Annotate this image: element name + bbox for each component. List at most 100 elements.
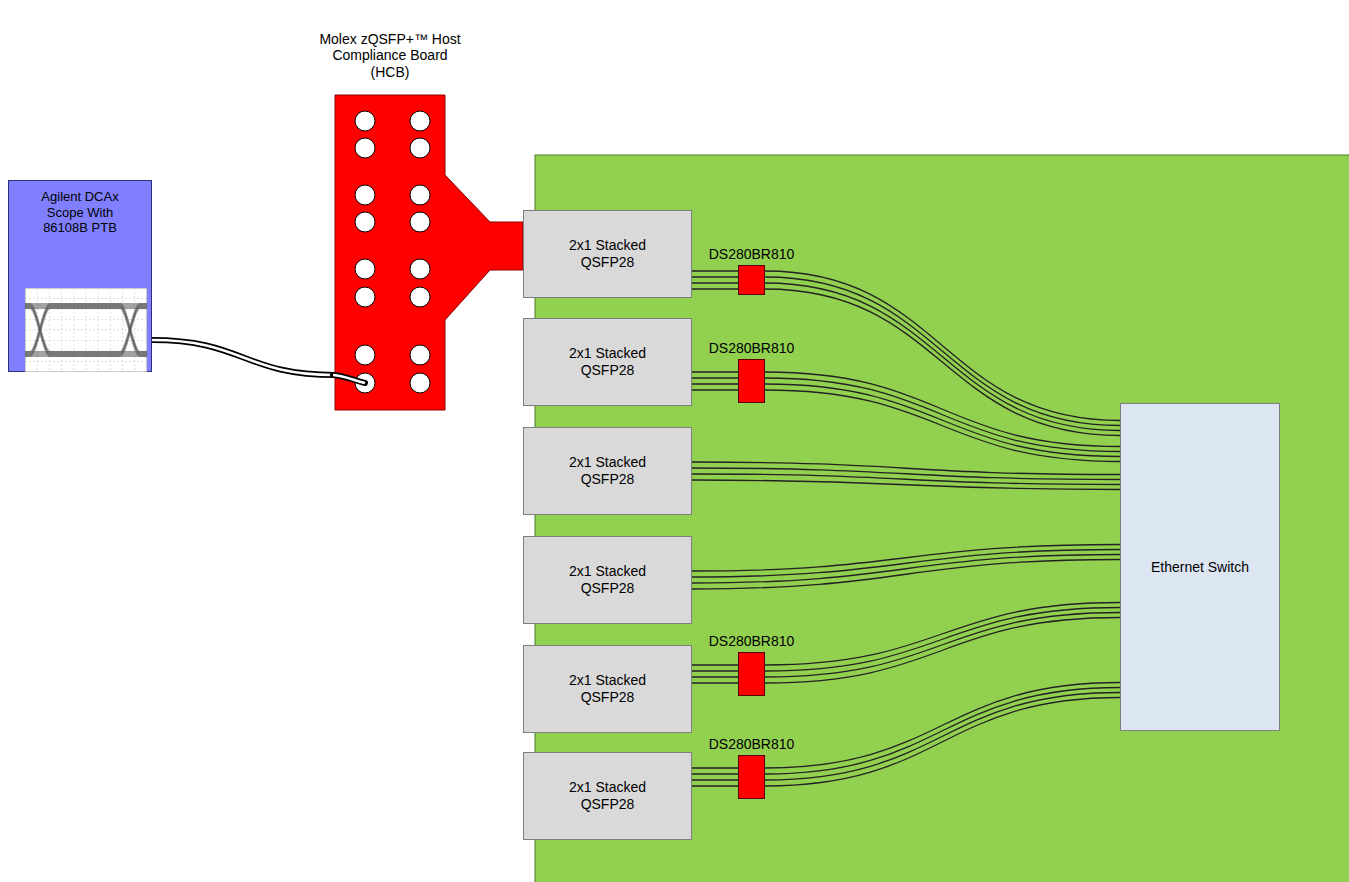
cable-jacket — [152, 340, 335, 375]
sma-connector — [355, 345, 375, 365]
box-label: 2x1 Stacked QSFP28 — [563, 454, 653, 488]
signal-trace — [692, 550, 1120, 578]
part-label: DS280BR810 — [707, 633, 797, 650]
box-label: 2x1 Stacked QSFP28 — [563, 672, 653, 706]
signal-trace — [765, 289, 1120, 436]
signal-trace — [765, 618, 1120, 684]
signal-trace — [692, 767, 738, 768]
sma-connector — [410, 345, 430, 365]
signal-traces — [692, 462, 1120, 490]
eye-trace — [25, 355, 147, 357]
signal-trace — [765, 390, 1120, 462]
signal-trace — [692, 682, 738, 683]
sma-connector — [355, 111, 375, 131]
part-label: Molex zQSFP+™ Host Compliance Board (HCB… — [315, 31, 465, 81]
box-label: 2x1 Stacked QSFP28 — [563, 779, 653, 813]
sma-connector — [410, 259, 430, 279]
eye-trace — [25, 307, 147, 309]
qsfp-cage: 2x1 Stacked QSFP28 — [523, 318, 692, 406]
retimer-chip: DS280BR810 — [738, 652, 765, 696]
signal-trace — [765, 283, 1120, 431]
signal-trace — [765, 613, 1120, 678]
qsfp-cage: 2x1 Stacked QSFP28 — [523, 210, 692, 298]
signal-trace — [692, 383, 738, 384]
signal-trace — [765, 372, 1120, 447]
sma-connector — [410, 212, 430, 232]
signal-traces — [765, 271, 1120, 436]
signal-trace — [692, 377, 738, 378]
signal-traces — [692, 372, 738, 390]
signal-trace — [765, 384, 1120, 457]
cable-core — [152, 340, 335, 375]
signal-trace — [765, 608, 1120, 672]
signal-traces — [765, 603, 1120, 684]
signal-traces — [692, 545, 1120, 590]
eye-trace — [25, 308, 147, 356]
box-label: 2x1 Stacked QSFP28 — [563, 563, 653, 597]
board-outline — [335, 95, 523, 410]
signal-traces — [765, 372, 1120, 462]
signal-trace — [692, 371, 738, 372]
part-label: DS280BR810 — [707, 246, 797, 263]
signal-trace — [765, 378, 1120, 452]
board-shape — [335, 95, 523, 410]
eye-trace — [25, 353, 147, 355]
sma-connector — [410, 111, 430, 131]
sma-connector — [355, 259, 375, 279]
eye-trace — [25, 308, 147, 356]
signal-trace — [692, 785, 738, 786]
signal-trace — [692, 480, 1120, 490]
part-label: DS280BR810 — [707, 736, 797, 753]
retimer-chip: DS280BR810 — [738, 265, 765, 295]
eye-trace — [25, 351, 147, 353]
signal-trace — [692, 555, 1120, 584]
sma-connector — [410, 373, 430, 393]
signal-trace — [765, 603, 1120, 666]
qsfp-cage: 2x1 Stacked QSFP28 — [523, 536, 692, 624]
sma-connector — [355, 212, 375, 232]
signal-trace — [765, 698, 1120, 787]
box-label: Agilent DCAx Scope With 86108B PTB — [30, 189, 130, 236]
probe-cable — [152, 340, 335, 375]
eye-diagram — [25, 288, 147, 372]
signal-trace — [692, 670, 738, 671]
eye-trace — [25, 305, 147, 307]
signal-trace — [692, 545, 1120, 572]
signal-trace — [692, 560, 1120, 590]
signal-trace — [692, 288, 738, 289]
signal-trace — [692, 389, 738, 390]
qsfp-cage: 2x1 Stacked QSFP28 — [523, 645, 692, 733]
signal-trace — [692, 282, 738, 283]
qsfp-cage: 2x1 Stacked QSFP28 — [523, 752, 692, 840]
part-label: DS280BR810 — [707, 340, 797, 357]
signal-traces — [692, 768, 738, 786]
signal-traces — [765, 683, 1120, 787]
sma-connector — [355, 138, 375, 158]
eye-trace — [25, 303, 147, 305]
grid-line — [25, 361, 147, 362]
signal-trace — [692, 773, 738, 774]
signal-trace — [692, 664, 738, 665]
box-label: 2x1 Stacked QSFP28 — [563, 345, 653, 379]
eye-screen — [25, 288, 147, 372]
sma-connector — [410, 185, 430, 205]
signal-trace — [692, 276, 738, 277]
sma-connector — [410, 138, 430, 158]
signal-trace — [765, 271, 1120, 421]
scope-box: Agilent DCAx Scope With 86108B PTB — [8, 180, 152, 372]
sma-connector — [355, 185, 375, 205]
box-label: Ethernet Switch — [1151, 559, 1249, 576]
retimer-chip: DS280BR810 — [738, 755, 765, 799]
signal-trace — [692, 779, 738, 780]
signal-trace — [692, 270, 738, 271]
qsfp-cage: 2x1 Stacked QSFP28 — [523, 427, 692, 515]
grid-line — [25, 298, 147, 299]
sma-connector — [410, 287, 430, 307]
cable-end — [333, 375, 365, 383]
cable-end — [333, 375, 365, 383]
signal-trace — [692, 676, 738, 677]
signal-traces — [692, 665, 738, 683]
signal-trace — [692, 474, 1120, 485]
